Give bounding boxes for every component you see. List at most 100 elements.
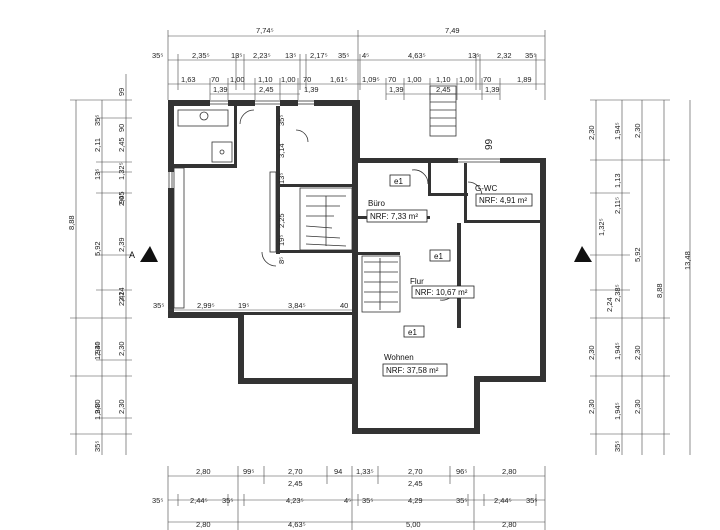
dim-label: 2,45 <box>117 137 126 152</box>
dim-label: 8,88 <box>67 215 76 230</box>
dim-label: 1,00 <box>230 75 245 84</box>
dim-label: 4⁵ <box>362 51 369 60</box>
dim-label: 1,00 <box>281 75 296 84</box>
dim-label: 90 <box>117 196 126 204</box>
dim-label: 13,48 <box>683 251 692 270</box>
dim-label: 1,09⁵ <box>362 75 380 84</box>
dim-label: 8⁵ <box>277 257 286 264</box>
dim-label: 2,11⁵ <box>613 197 622 214</box>
dim-label: 35⁵ <box>152 496 163 505</box>
dim-label: 2,80 <box>502 467 517 476</box>
dim-label: 5,00 <box>406 520 421 529</box>
dim-label: 1,33⁵ <box>356 467 374 476</box>
room-tag: e1 <box>434 252 443 261</box>
dim-label: 2,25 <box>277 213 286 228</box>
main-staircase <box>299 187 401 313</box>
dim-label: 4,63⁵ <box>288 520 306 529</box>
top-dimension-text: 7,74⁵ 7,49 35⁵ 2,35⁵ 13⁵ 2,23⁵ 13⁵ 2,17⁵… <box>152 26 536 94</box>
windows <box>168 100 500 188</box>
dim-label: 4⁵ <box>344 496 351 505</box>
room-labels: e1 e1 e1 Büro NRF: 7,33 m² G-WC NRF: 4,9… <box>366 174 533 377</box>
dim-label: 13⁵ <box>285 51 296 60</box>
dim-label: 2,32 <box>497 51 512 60</box>
dim-label: 2,80 <box>196 520 211 529</box>
dim-label: 8,88 <box>655 283 664 298</box>
interior-dimensions: 35⁵ 2,99⁵ 19⁵ 3,84⁵ 40 3,14 2,25 13⁵ 35⁵… <box>153 115 495 311</box>
dim-label: 99⁵ <box>243 467 254 476</box>
dim-label: 1,00 <box>459 75 474 84</box>
room-area-gwc: NRF: 4,91 m² <box>479 196 527 205</box>
dim-label: 1,89 <box>517 75 532 84</box>
dim-label: 1,39 <box>304 85 319 94</box>
dim-label: 2,39 <box>117 237 126 252</box>
dim-label: 2,24 <box>605 297 614 312</box>
bathroom-fixtures <box>173 109 277 309</box>
dim-label: 2,30 <box>587 399 596 414</box>
dim-label: 2,45 <box>408 479 423 488</box>
dim-label: 99 <box>117 88 126 96</box>
dim-label: 2,24 <box>117 287 126 302</box>
dim-label: 94 <box>334 467 342 476</box>
dim-label: 1,32⁵ <box>597 218 606 236</box>
dim-label: 35⁵ <box>153 301 164 310</box>
section-marker-right: A <box>574 246 592 262</box>
exterior-walls <box>168 100 546 434</box>
dim-label: 2,45 <box>117 191 126 206</box>
room-name-gwc: G-WC <box>475 184 497 193</box>
dim-label: 70 <box>483 75 491 84</box>
dim-label: 2,23⁵ <box>253 51 271 60</box>
dim-label: 2,30 <box>93 341 102 356</box>
dim-label: 70 <box>388 75 396 84</box>
dim-label: 19⁵ <box>238 301 249 310</box>
dim-label: 2,45 <box>259 85 274 94</box>
dim-label: 13⁵ <box>468 51 479 60</box>
entrance-steps <box>429 85 457 137</box>
room-tag: e1 <box>408 328 417 337</box>
dim-label: 2,41 <box>117 291 126 306</box>
dim-label: 70 <box>303 75 311 84</box>
dim-label: 4,29 <box>408 496 423 505</box>
dim-label: 1,13 <box>613 173 622 188</box>
dim-label: 1,39 <box>485 85 500 94</box>
dim-label: 2,30 <box>633 123 642 138</box>
dim-label: 2,80 <box>196 467 211 476</box>
dim-label: 35⁵ <box>362 496 373 505</box>
left-dimension-lines <box>70 74 132 455</box>
room-area-wohnen: NRF: 37,58 m² <box>386 366 439 375</box>
dim-label: 13⁵ <box>277 173 286 184</box>
dim-label: 2,30 <box>587 345 596 360</box>
right-dimension-lines <box>590 99 670 455</box>
dim-label: 2,44⁵ <box>494 496 512 505</box>
dim-label: 99 <box>484 138 495 150</box>
dim-label: 1,39 <box>389 85 404 94</box>
dim-label: 2,45 <box>288 479 303 488</box>
dim-label: 13⁵ <box>231 51 242 60</box>
dim-label: 35⁵ <box>525 51 536 60</box>
dim-label: 2,70 <box>288 467 303 476</box>
section-marker-left: A <box>129 246 158 262</box>
dim-label: 1,94⁵ <box>613 402 622 420</box>
dim-label: 2,30 <box>93 399 102 414</box>
dim-label: 13⁵ <box>93 169 102 180</box>
dim-label: 1,10 <box>436 75 451 84</box>
dim-label: 2,30 <box>117 399 126 414</box>
dim-label: 70 <box>211 75 219 84</box>
dim-label: 35⁵ <box>613 441 622 452</box>
dim-label: 35⁵ <box>222 496 233 505</box>
dim-label: 96⁵ <box>456 467 467 476</box>
dim-label: 2,45 <box>436 85 451 94</box>
dim-label: 2,70 <box>408 467 423 476</box>
dim-label: 1,63 <box>181 75 196 84</box>
section-marker-label: A <box>578 250 584 260</box>
room-name-flur: Flur <box>410 277 424 286</box>
dim-label: 1,94⁵ <box>613 122 622 140</box>
bottom-dimension-lines <box>167 466 546 530</box>
dim-label: 4,63⁵ <box>408 51 426 60</box>
dim-top-749: 7,49 <box>445 26 460 35</box>
right-dimension-text: 2,30 2,30 2,30 1,94⁵ 1,13 2,11⁵ 2,38⁵ 1,… <box>587 122 692 452</box>
dim-label: 4,23⁵ <box>286 496 304 505</box>
dim-label: 1,61⁵ <box>330 75 348 84</box>
dim-label: 1,94⁵ <box>93 402 102 420</box>
dim-label: 2,17⁵ <box>310 51 328 60</box>
